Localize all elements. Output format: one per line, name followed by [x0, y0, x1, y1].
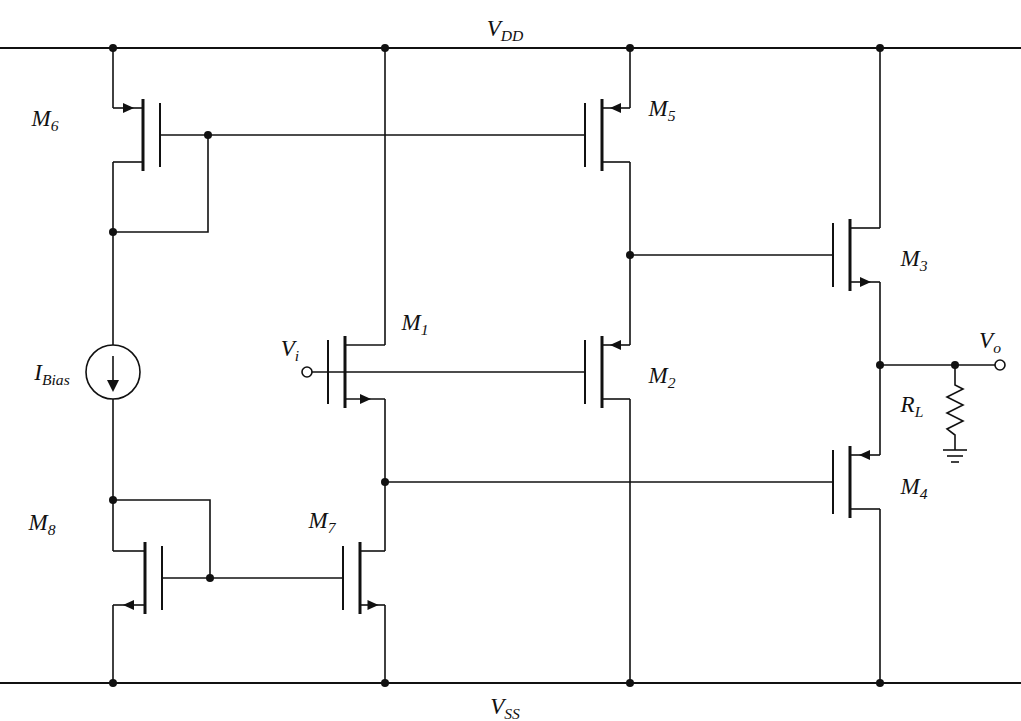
- junction-dot: [381, 478, 389, 486]
- wire: [602, 398, 630, 400]
- junction-dot: [626, 44, 634, 52]
- wire: [142, 99, 145, 171]
- transistor-name: M4: [901, 475, 928, 498]
- junction-dot: [381, 679, 389, 687]
- wire: [850, 508, 880, 510]
- arrow-head: [610, 103, 621, 113]
- arrow-head: [123, 103, 134, 113]
- wire: [360, 550, 385, 552]
- signal-name: Vo: [979, 329, 1001, 352]
- wire: [144, 542, 147, 614]
- wire: [384, 399, 386, 551]
- transistor-name: M7: [309, 509, 336, 532]
- wire: [629, 399, 631, 683]
- junction-dot: [381, 44, 389, 52]
- signal-name: VSS: [490, 695, 520, 718]
- junction-dot: [206, 574, 214, 582]
- junction-dot: [109, 44, 117, 52]
- wire: [880, 364, 995, 366]
- output-terminal: [995, 360, 1005, 370]
- wire: [345, 344, 385, 346]
- junction-dot: [204, 131, 212, 139]
- arrow-head: [107, 380, 119, 392]
- wire: [943, 449, 967, 451]
- wire: [951, 461, 959, 463]
- wire: [849, 219, 852, 291]
- wire: [113, 161, 143, 163]
- wire: [160, 134, 585, 136]
- signal-name: VDD: [487, 17, 524, 40]
- wire: [112, 48, 114, 108]
- wire: [384, 605, 386, 683]
- junction-dot: [109, 679, 117, 687]
- wire: [879, 509, 881, 683]
- wire: [112, 162, 114, 345]
- arrow-head: [610, 340, 621, 350]
- wire: [385, 481, 833, 483]
- current-source: [86, 345, 140, 399]
- arrow-head: [860, 277, 871, 287]
- wire: [947, 455, 963, 457]
- wire: [113, 135, 208, 232]
- signal-name: IBias: [34, 361, 69, 384]
- arrow-head: [368, 600, 379, 610]
- transistor-name: M5: [649, 97, 676, 120]
- wire: [850, 227, 880, 229]
- input-terminal: [302, 367, 312, 377]
- wire: [112, 399, 114, 551]
- signal-name: RL: [901, 393, 924, 416]
- wire: [0, 682, 1021, 684]
- wire: [601, 99, 604, 171]
- wire: [879, 48, 881, 228]
- junction-dot: [626, 251, 634, 259]
- transistor-name: M6: [32, 107, 59, 130]
- wire: [359, 542, 362, 614]
- wire: [629, 48, 631, 108]
- junction-dot: [876, 679, 884, 687]
- resistor-symbol: [947, 365, 963, 450]
- wire: [602, 161, 630, 163]
- junction-dot: [876, 361, 884, 369]
- arrow-head: [859, 450, 870, 460]
- wire: [112, 605, 114, 683]
- wire: [630, 254, 833, 256]
- signal-name: Vi: [281, 337, 299, 360]
- wire: [113, 550, 145, 552]
- wire: [112, 356, 114, 382]
- wire: [113, 500, 210, 578]
- arrow-head: [123, 600, 134, 610]
- wire: [0, 47, 1021, 49]
- wire: [162, 577, 343, 579]
- junction-dot: [876, 44, 884, 52]
- arrow-head: [360, 394, 371, 404]
- transistor-name: M3: [901, 247, 928, 270]
- junction-dot: [109, 228, 117, 236]
- junction-dot: [626, 679, 634, 687]
- wire: [849, 446, 852, 518]
- wire: [312, 371, 585, 373]
- transistor-name: M8: [29, 511, 56, 534]
- wire: [384, 48, 386, 345]
- wire: [601, 336, 604, 408]
- junction-dot: [951, 361, 959, 369]
- junction-dot: [109, 496, 117, 504]
- transistor-name: M2: [649, 364, 676, 387]
- transistor-name: M1: [402, 311, 429, 334]
